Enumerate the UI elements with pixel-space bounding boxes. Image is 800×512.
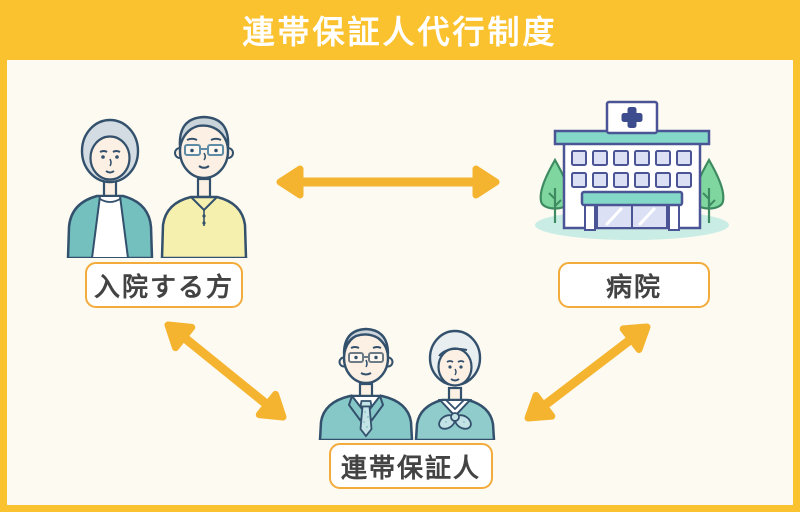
guarantor-woman-figure [414, 329, 496, 440]
entrance [580, 190, 684, 231]
glasses-icon [348, 352, 384, 363]
label-hospital: 病院 [558, 262, 710, 308]
arrow-patient-hospital [276, 165, 500, 199]
elderly-woman-figure [66, 118, 154, 258]
arrow-patient-guarantor [164, 321, 287, 421]
awning [580, 190, 684, 207]
label-patient: 入院する方 [85, 262, 243, 308]
guarantor-couple-illustration [318, 327, 496, 440]
guarantor-man-figure [318, 327, 414, 440]
label-hospital-text: 病院 [605, 271, 662, 302]
arrow-guarantor-hospital [524, 323, 651, 422]
elderly-man-figure [160, 115, 248, 258]
title-bar: 連帯保証人代行制度 [0, 0, 800, 60]
label-guarantor: 連帯保証人 [329, 443, 493, 489]
dotted-tie [359, 400, 373, 438]
page-title: 連帯保証人代行制度 [242, 14, 558, 50]
label-guarantor-text: 連帯保証人 [340, 452, 481, 483]
elderly-couple-illustration [66, 115, 248, 258]
hospital-sign [605, 100, 659, 135]
gray-hair [342, 327, 390, 355]
hospital-illustration [535, 100, 729, 240]
windows [571, 150, 692, 188]
gray-hair [178, 115, 230, 148]
scarf-bow [438, 412, 472, 430]
label-patient-text: 入院する方 [93, 271, 234, 302]
